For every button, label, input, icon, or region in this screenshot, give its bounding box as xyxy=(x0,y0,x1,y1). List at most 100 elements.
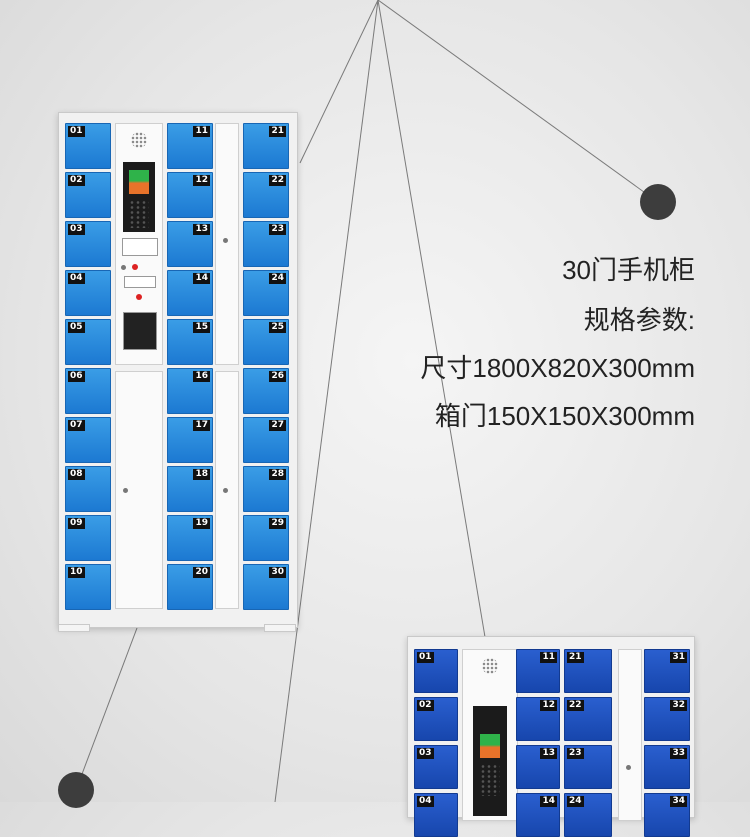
door-number: 32 xyxy=(670,700,687,711)
locker-door[interactable]: 01 xyxy=(414,649,458,693)
locker-door[interactable]: 32 xyxy=(644,697,690,741)
emergency-button-icon xyxy=(136,294,142,300)
lock-keyhole xyxy=(123,488,128,493)
door-number: 23 xyxy=(269,224,286,235)
locker-door[interactable]: 21 xyxy=(243,123,289,169)
locker-door[interactable]: 09 xyxy=(65,515,111,561)
locker-door[interactable]: 16 xyxy=(167,368,213,414)
locker-door[interactable]: 12 xyxy=(167,172,213,218)
locker-door[interactable]: 19 xyxy=(167,515,213,561)
callout-line xyxy=(299,0,379,164)
terminal-screen xyxy=(123,162,155,232)
door-number: 10 xyxy=(68,567,85,578)
locker-door[interactable]: 17 xyxy=(167,417,213,463)
side-strip-upper xyxy=(215,123,239,365)
door-number: 08 xyxy=(68,469,85,480)
locker-door[interactable]: 15 xyxy=(167,319,213,365)
door-number: 22 xyxy=(269,175,286,186)
door-number: 16 xyxy=(193,371,210,382)
door-number: 06 xyxy=(68,371,85,382)
locker-door[interactable]: 22 xyxy=(564,697,612,741)
door-number: 22 xyxy=(567,700,584,711)
locker-door[interactable]: 11 xyxy=(167,123,213,169)
door-number: 07 xyxy=(68,420,85,431)
label-sticker xyxy=(122,238,158,256)
locker-door[interactable]: 21 xyxy=(564,649,612,693)
locker-door[interactable]: 01 xyxy=(65,123,111,169)
cabinet-foot xyxy=(58,624,90,632)
callout-lines xyxy=(75,0,656,802)
locker-door[interactable]: 18 xyxy=(167,466,213,512)
locker-door[interactable]: 07 xyxy=(65,417,111,463)
lock-keyhole xyxy=(223,488,228,493)
locker-door[interactable]: 02 xyxy=(65,172,111,218)
locker-door[interactable]: 08 xyxy=(65,466,111,512)
door-number: 11 xyxy=(193,126,210,137)
locker-door[interactable]: 22 xyxy=(243,172,289,218)
callout-line xyxy=(274,0,379,802)
locker-door[interactable]: 24 xyxy=(243,270,289,316)
locker-door[interactable]: 10 xyxy=(65,564,111,610)
cabinet-foot xyxy=(264,624,296,632)
door-number: 19 xyxy=(193,518,210,529)
locker-door[interactable]: 04 xyxy=(65,270,111,316)
locker-door[interactable]: 25 xyxy=(243,319,289,365)
door-number: 12 xyxy=(193,175,210,186)
callout-dot xyxy=(58,772,94,808)
lcd-display xyxy=(129,170,149,194)
locker-door[interactable]: 02 xyxy=(414,697,458,741)
door-number: 24 xyxy=(269,273,286,284)
locker-door[interactable]: 20 xyxy=(167,564,213,610)
door-number: 33 xyxy=(670,748,687,759)
locker-door[interactable]: 33 xyxy=(644,745,690,789)
door-number: 03 xyxy=(417,748,434,759)
door-number: 12 xyxy=(540,700,557,711)
door-number: 28 xyxy=(269,469,286,480)
door-number: 15 xyxy=(193,322,210,333)
door-number: 20 xyxy=(193,567,210,578)
door-number: 21 xyxy=(567,652,584,663)
door-number: 13 xyxy=(193,224,210,235)
locker-door[interactable]: 11 xyxy=(516,649,560,693)
door-number: 03 xyxy=(68,224,85,235)
door-number: 14 xyxy=(193,273,210,284)
locker-door[interactable]: 30 xyxy=(243,564,289,610)
locker-door[interactable]: 06 xyxy=(65,368,111,414)
keypad xyxy=(129,200,149,228)
door-number: 18 xyxy=(193,469,210,480)
locker-door[interactable]: 26 xyxy=(243,368,289,414)
terminal-screen xyxy=(473,706,507,816)
locker-door[interactable]: 03 xyxy=(65,221,111,267)
control-panel xyxy=(115,123,163,365)
locker-door[interactable]: 14 xyxy=(516,793,560,837)
locker-door[interactable]: 24 xyxy=(564,793,612,837)
locker-door[interactable]: 03 xyxy=(414,745,458,789)
locker-door[interactable]: 12 xyxy=(516,697,560,741)
door-number: 27 xyxy=(269,420,286,431)
door-number: 25 xyxy=(269,322,286,333)
spec-title: 30门手机柜 xyxy=(562,255,695,285)
door-number: 31 xyxy=(670,652,687,663)
locker-door[interactable]: 13 xyxy=(516,745,560,789)
locker-door[interactable]: 27 xyxy=(243,417,289,463)
locker-door[interactable]: 13 xyxy=(167,221,213,267)
lock-keyhole xyxy=(121,265,126,270)
locker-door[interactable]: 05 xyxy=(65,319,111,365)
locker-door[interactable]: 04 xyxy=(414,793,458,837)
callout-line xyxy=(377,0,656,201)
locker-door[interactable]: 34 xyxy=(644,793,690,837)
locker-door[interactable]: 28 xyxy=(243,466,289,512)
door-number: 17 xyxy=(193,420,210,431)
spec-params-label: 规格参数: xyxy=(583,305,695,335)
lock-keyhole xyxy=(223,238,228,243)
spec-size: 尺寸1800X820X300mm xyxy=(420,353,695,383)
locker-door[interactable]: 14 xyxy=(167,270,213,316)
instruction-sticker xyxy=(123,312,157,350)
locker-door[interactable]: 23 xyxy=(243,221,289,267)
door-number: 30 xyxy=(269,567,286,578)
locker-door[interactable]: 23 xyxy=(564,745,612,789)
locker-door[interactable]: 29 xyxy=(243,515,289,561)
door-number: 04 xyxy=(68,273,85,284)
locker-door[interactable]: 31 xyxy=(644,649,690,693)
